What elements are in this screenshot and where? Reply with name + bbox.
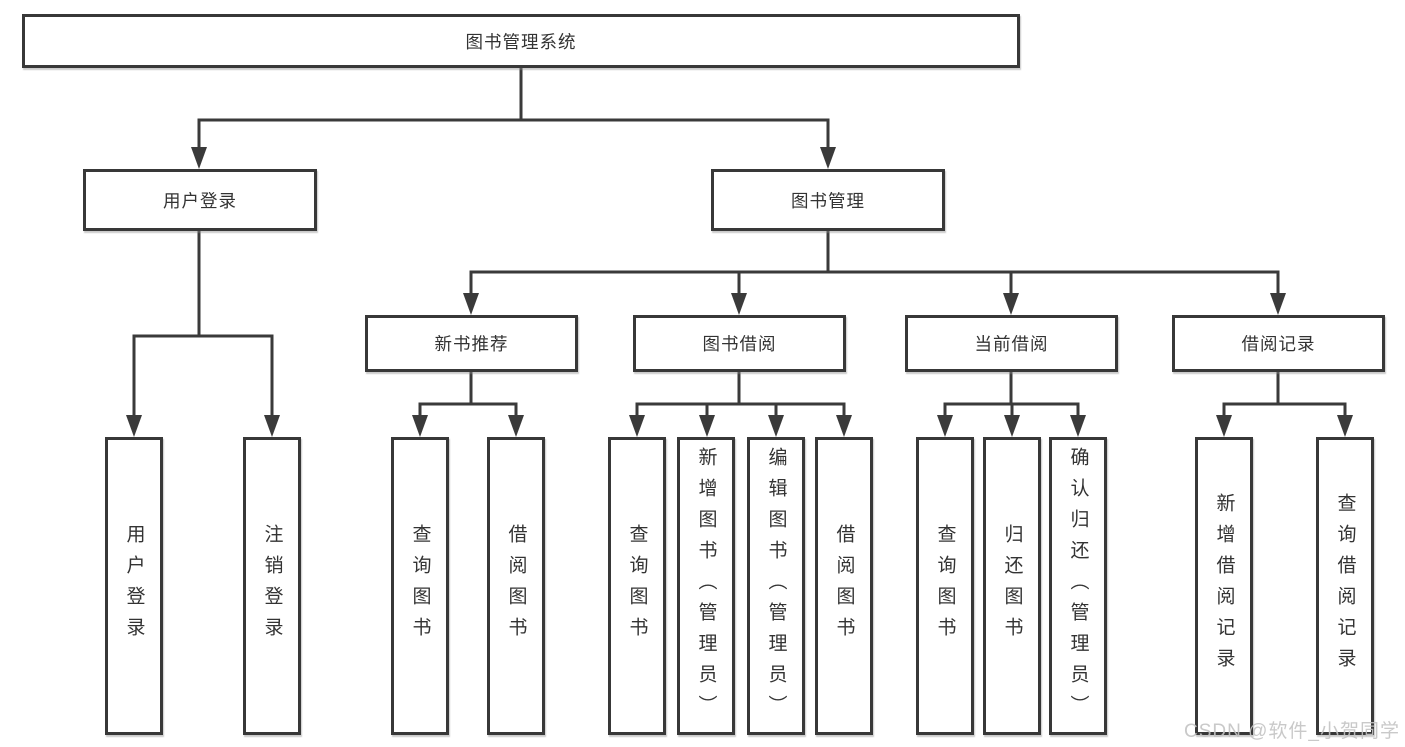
node-label: 图书管理 [791,190,865,211]
leaf-query-borrow-record: 查询借阅记录 [1316,437,1374,735]
node-current-borrowing: 当前借阅 [905,315,1118,372]
node-label: 当前借阅 [974,334,1049,354]
leaf-query-books: 查询图书 [916,437,974,735]
leaf-confirm-return-admin: 确认归还（管理员） [1049,437,1107,735]
leaf-logout: 注销登录 [243,437,301,735]
node-label: 新书推荐 [434,334,509,354]
leaf-add-book-admin: 新增图书（管理员） [677,437,735,735]
node-label: 用户登录 [163,190,237,211]
node-library-management-system: 图书管理系统 [22,14,1020,68]
leaf-query-books: 查询图书 [608,437,666,735]
node-label: 图书管理系统 [465,31,577,52]
node-label: 借阅图书 [833,524,855,648]
leaf-edit-book-admin: 编辑图书（管理员） [747,437,805,735]
csdn-watermark: CSDN @软件_小贺同学 [1184,721,1400,742]
node-label: 查询借阅记录 [1334,493,1356,679]
node-label: 新增图书（管理员） [695,446,717,726]
node-label: 查询图书 [934,524,956,648]
leaf-query-books: 查询图书 [391,437,449,735]
node-label: 用户登录 [123,524,145,648]
node-label: 图书借阅 [702,334,777,354]
node-user-login: 用户登录 [83,169,317,231]
node-book-borrowing: 图书借阅 [633,315,846,372]
node-label: 查询图书 [409,524,431,648]
node-label: 查询图书 [626,524,648,648]
leaf-borrow-books: 借阅图书 [815,437,873,735]
leaf-user-login: 用户登录 [105,437,163,735]
node-label: 借阅图书 [505,524,527,648]
node-label: 编辑图书（管理员） [765,446,787,726]
node-label: 新增借阅记录 [1213,493,1235,679]
leaf-borrow-books: 借阅图书 [487,437,545,735]
node-label: 借阅记录 [1241,334,1316,354]
node-label: 归还图书 [1001,524,1023,648]
node-label: 注销登录 [261,524,283,648]
node-borrowing-records: 借阅记录 [1172,315,1385,372]
leaf-add-borrow-record: 新增借阅记录 [1195,437,1253,735]
leaf-return-book: 归还图书 [983,437,1041,735]
node-book-management: 图书管理 [711,169,945,231]
node-new-book-recommendation: 新书推荐 [365,315,578,372]
node-label: 确认归还（管理员） [1067,446,1089,726]
